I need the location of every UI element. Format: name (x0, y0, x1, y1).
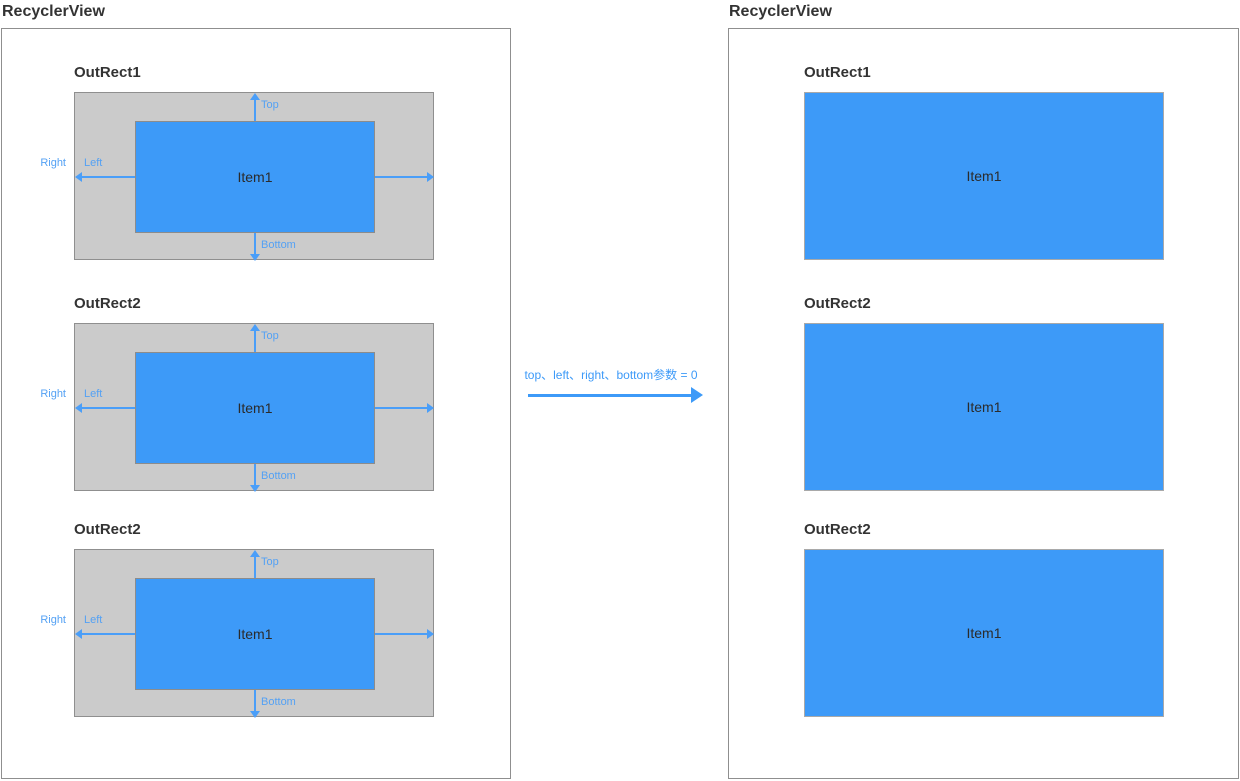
outrect-label: OutRect2 (804, 295, 871, 312)
bottom-offset-label: Bottom (261, 696, 296, 708)
arrow-head-right-icon (427, 403, 434, 413)
bottom-offset-label: Bottom (261, 239, 296, 251)
arrow-head-down-icon (250, 485, 260, 492)
arrow-head-left-icon (75, 172, 82, 182)
top-offset-label: Top (261, 330, 279, 342)
left-recyclerview-panel: OutRect1 Item1 Top Bottom Left (1, 28, 511, 779)
item-rect-full: Item1 (804, 323, 1164, 491)
item-rect: Item1 (135, 578, 375, 690)
left-offset-label: Left (84, 614, 103, 626)
top-offset-label: Top (261, 99, 279, 111)
offset-area-rect: Item1 Top Bottom Left (40, 92, 434, 261)
offset-area-rect: Item1 Top Bottom Left (40, 323, 434, 492)
right-recyclerview-panel: OutRect1 Item1 OutRect2 Item1 OutRect2 I… (728, 28, 1239, 779)
right-offset-label: Right (40, 157, 66, 169)
left-section-outrect3: OutRect2 Item1 Top Bottom Left (40, 521, 434, 718)
arrow-line (254, 233, 256, 255)
arrow-head-right-icon (427, 629, 434, 639)
arrow-line (254, 98, 256, 121)
arrow-head-left-icon (75, 403, 82, 413)
arrow-head-left-icon (75, 629, 82, 639)
right-section-outrect2: OutRect2 Item1 (804, 295, 1164, 491)
arrow-head-right-icon (427, 172, 434, 182)
offset-area-rect: Item1 Top Bottom Left (40, 549, 434, 718)
right-section-outrect3: OutRect2 Item1 (804, 521, 1164, 717)
left-offset-label: Left (84, 388, 103, 400)
item-rect-full: Item1 (804, 92, 1164, 260)
right-section-outrect1: OutRect1 Item1 (804, 64, 1164, 260)
arrow-line (375, 407, 428, 409)
arrow-line (81, 407, 135, 409)
left-offset-label: Left (84, 157, 103, 169)
bottom-offset-label: Bottom (261, 470, 296, 482)
outrect-label: OutRect1 (804, 64, 871, 81)
right-recyclerview-title: RecyclerView (729, 3, 832, 20)
left-recyclerview-title: RecyclerView (2, 3, 105, 20)
arrow-line (254, 464, 256, 486)
outrect-label: OutRect2 (74, 521, 141, 538)
arrow-line (375, 633, 428, 635)
right-offset-label: Right (40, 388, 66, 400)
arrow-line (375, 176, 428, 178)
left-section-outrect2: OutRect2 Item1 Top Bottom Left (40, 295, 434, 492)
transition-caption: top、left、right、bottom参数 = 0 (524, 368, 698, 382)
item-rect-full: Item1 (804, 549, 1164, 717)
arrow-head-down-icon (250, 254, 260, 261)
arrow-line (81, 176, 135, 178)
arrow-line (254, 329, 256, 352)
item-rect: Item1 (135, 352, 375, 464)
item-rect: Item1 (135, 121, 375, 233)
right-offset-label: Right (40, 614, 66, 626)
transition-arrow-line (528, 394, 692, 397)
transition-arrow-head-icon (691, 387, 703, 403)
outrect-label: OutRect2 (804, 521, 871, 538)
arrow-line (81, 633, 135, 635)
outrect-label: OutRect2 (74, 295, 141, 312)
arrow-head-up-icon (250, 550, 260, 557)
arrow-line (254, 690, 256, 712)
arrow-line (254, 555, 256, 578)
top-offset-label: Top (261, 556, 279, 568)
arrow-head-up-icon (250, 324, 260, 331)
arrow-head-up-icon (250, 93, 260, 100)
outrect-label: OutRect1 (74, 64, 141, 81)
arrow-head-down-icon (250, 711, 260, 718)
left-section-outrect1: OutRect1 Item1 Top Bottom Left (40, 64, 434, 261)
